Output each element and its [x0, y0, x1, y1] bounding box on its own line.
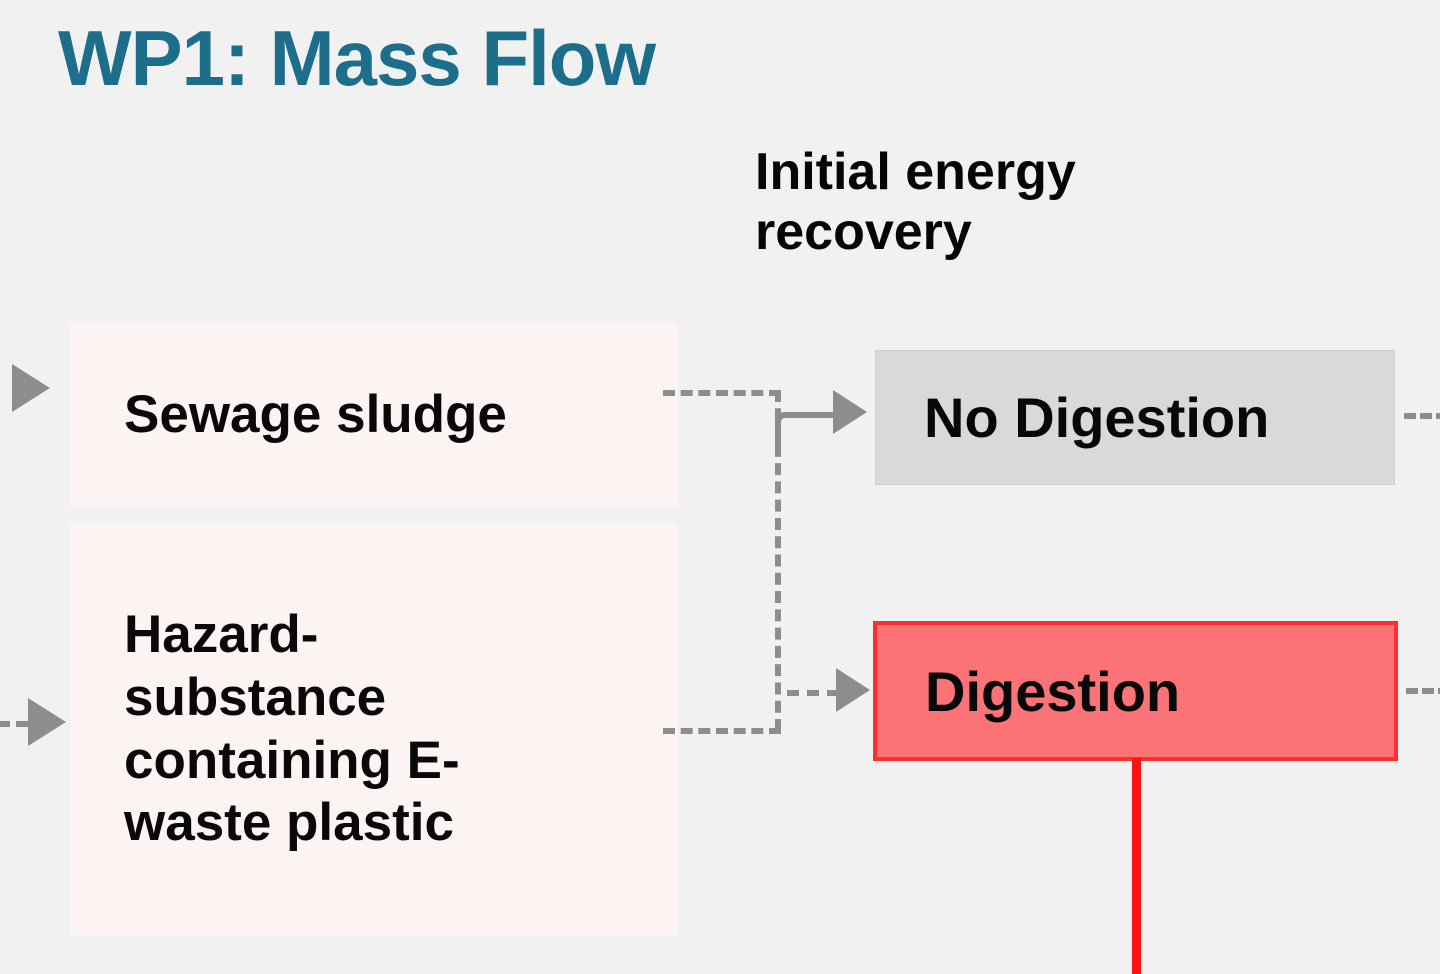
dashed-connector-digestion-out	[1406, 688, 1440, 694]
stage-label-initial-energy-recovery: Initial energy recovery	[755, 143, 1076, 262]
triangle-right-icon-inflow-sewage	[12, 364, 50, 412]
dashed-connector-sewage-out	[663, 390, 781, 396]
input-box-sewage-sludge[interactable]: Sewage sludge	[70, 323, 678, 508]
triangle-right-icon-inflow-ewaste	[28, 698, 66, 746]
input-box-ewaste-plastic-label: Hazard- substance containing E- waste pl…	[124, 605, 460, 853]
arrow-right-icon-to-digestion	[836, 668, 870, 712]
dashed-connector-inflow-ewaste	[0, 721, 28, 727]
dashed-connector-spine	[775, 390, 781, 731]
dashed-connector-no-digestion-out	[1404, 413, 1440, 419]
process-box-digestion-label: Digestion	[925, 659, 1181, 723]
dashed-connector-ewaste-out	[663, 728, 781, 734]
dashed-connector-to-digestion	[787, 690, 839, 696]
process-box-no-digestion-label: No Digestion	[924, 386, 1270, 449]
page-title: WP1: Mass Flow	[58, 14, 656, 102]
input-box-sewage-sludge-label: Sewage sludge	[124, 385, 507, 445]
arrow-right-icon-to-no-digestion	[833, 390, 867, 434]
input-box-ewaste-plastic[interactable]: Hazard- substance containing E- waste pl…	[70, 523, 678, 936]
process-box-digestion[interactable]: Digestion	[873, 621, 1398, 761]
red-flow-connector-digestion-down	[1132, 758, 1141, 974]
process-box-no-digestion[interactable]: No Digestion	[875, 350, 1395, 485]
solid-connector-to-no-digestion	[775, 412, 845, 450]
